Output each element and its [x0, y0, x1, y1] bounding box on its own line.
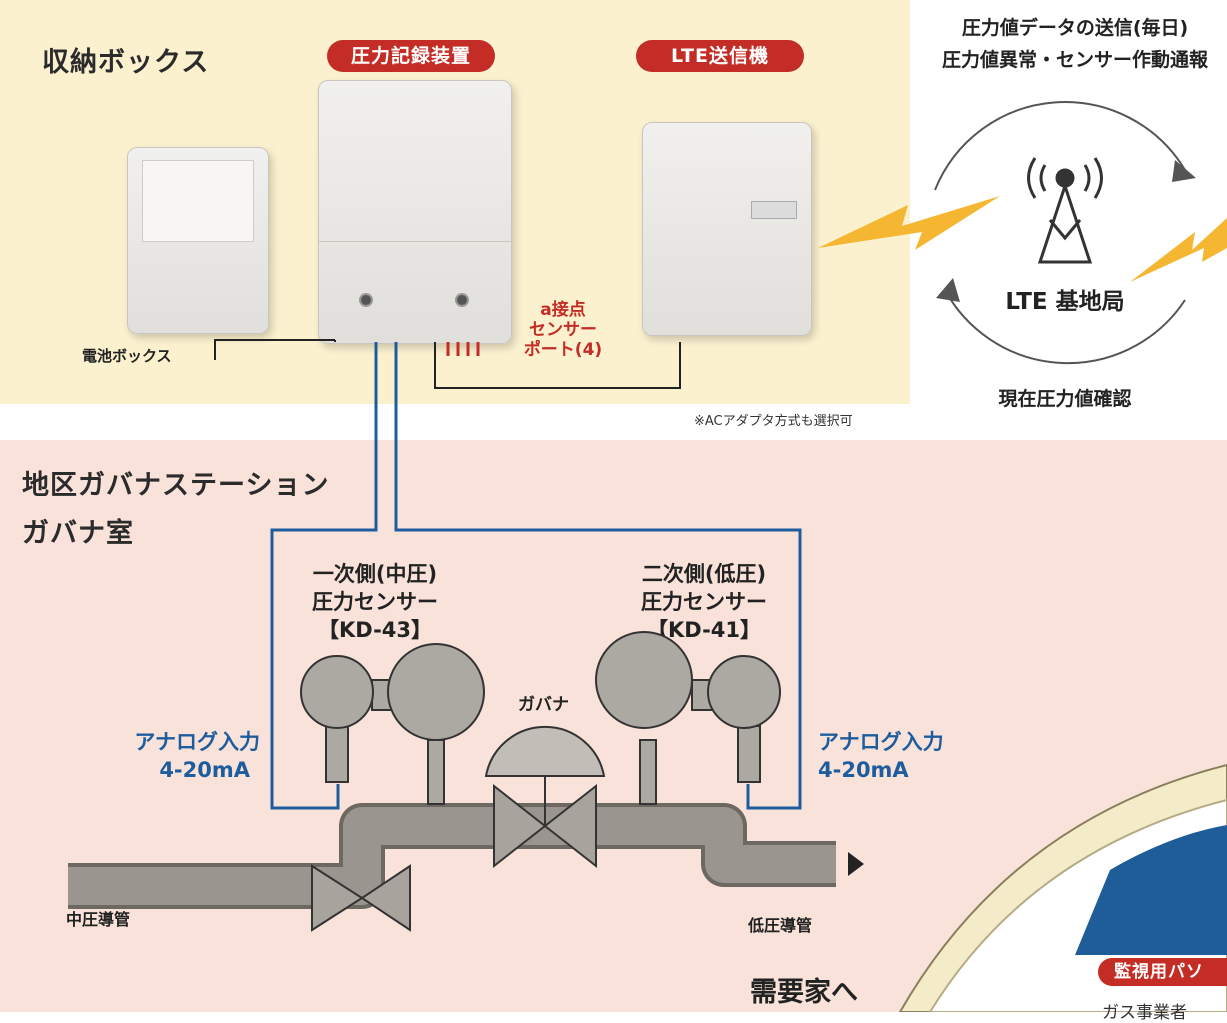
lte-base-station-label: LTE 基地局 — [1005, 289, 1125, 315]
station-title: 地区ガバナステーション — [22, 470, 330, 501]
analog-wire-right — [394, 342, 802, 810]
antenna-icon — [1027, 157, 1103, 264]
screw-icon — [455, 293, 469, 307]
primary-sensor-label: 一次側(中圧) 圧力センサー 【KD-43】 — [312, 562, 438, 642]
lte-transmitter-pill: LTE送信機 — [636, 40, 804, 72]
analog-input-left-label: アナログ入力 4-20mA — [134, 730, 260, 782]
analog-input-right-label: アナログ入力 4-20mA — [818, 730, 944, 782]
ac-adapter-note: ※ACアダプタ方式も選択可 — [694, 414, 853, 429]
screw-icon — [359, 293, 373, 307]
lte-transmitter-device — [642, 122, 812, 336]
contact-sensor-port-label: a接点 センサー ポート(4) — [523, 300, 603, 360]
battery-box-label: 電池ボックス — [82, 347, 172, 365]
arrow-right-icon — [848, 852, 864, 876]
battery-box-device — [127, 147, 269, 334]
monitor-text: ガス事業者 — [1102, 1003, 1187, 1023]
analog-wire-left — [270, 342, 378, 810]
lightning-bolt-left-icon — [818, 196, 1000, 250]
recorder-pill: 圧力記録装置 — [327, 40, 495, 72]
governor-label: ガバナ — [518, 695, 569, 715]
medium-pressure-pipe-label: 中圧導管 — [66, 910, 131, 929]
shutoff-valve-icon — [311, 864, 411, 932]
contact-port-marks — [446, 342, 480, 356]
pressure-recorder-device — [318, 80, 512, 344]
monitor-pc-pill: 監視用パソ — [1098, 958, 1227, 986]
gas-pipe — [68, 803, 836, 909]
lower-arc-arrow — [944, 289, 1186, 365]
upper-arc-arrow — [934, 101, 1186, 191]
battery-wire — [214, 339, 335, 360]
governor-icon — [484, 725, 606, 869]
governor-room-title: ガバナ室 — [22, 518, 134, 549]
lte-wire — [434, 342, 681, 389]
secondary-pressure-sensor-icon — [595, 631, 781, 805]
storage-box-title: 収納ボックス — [42, 47, 210, 78]
primary-pressure-sensor-icon — [300, 643, 485, 805]
to-customer-label: 需要家へ — [750, 977, 858, 1008]
low-pressure-pipe-label: 低圧導管 — [748, 916, 813, 935]
transmission-caption: 圧力値データの送信(毎日) 圧力値異常・センサー作動通報 — [941, 17, 1208, 71]
pressure-check-label: 現在圧力値確認 — [998, 388, 1132, 410]
lightning-bolt-right-icon — [1130, 218, 1227, 282]
